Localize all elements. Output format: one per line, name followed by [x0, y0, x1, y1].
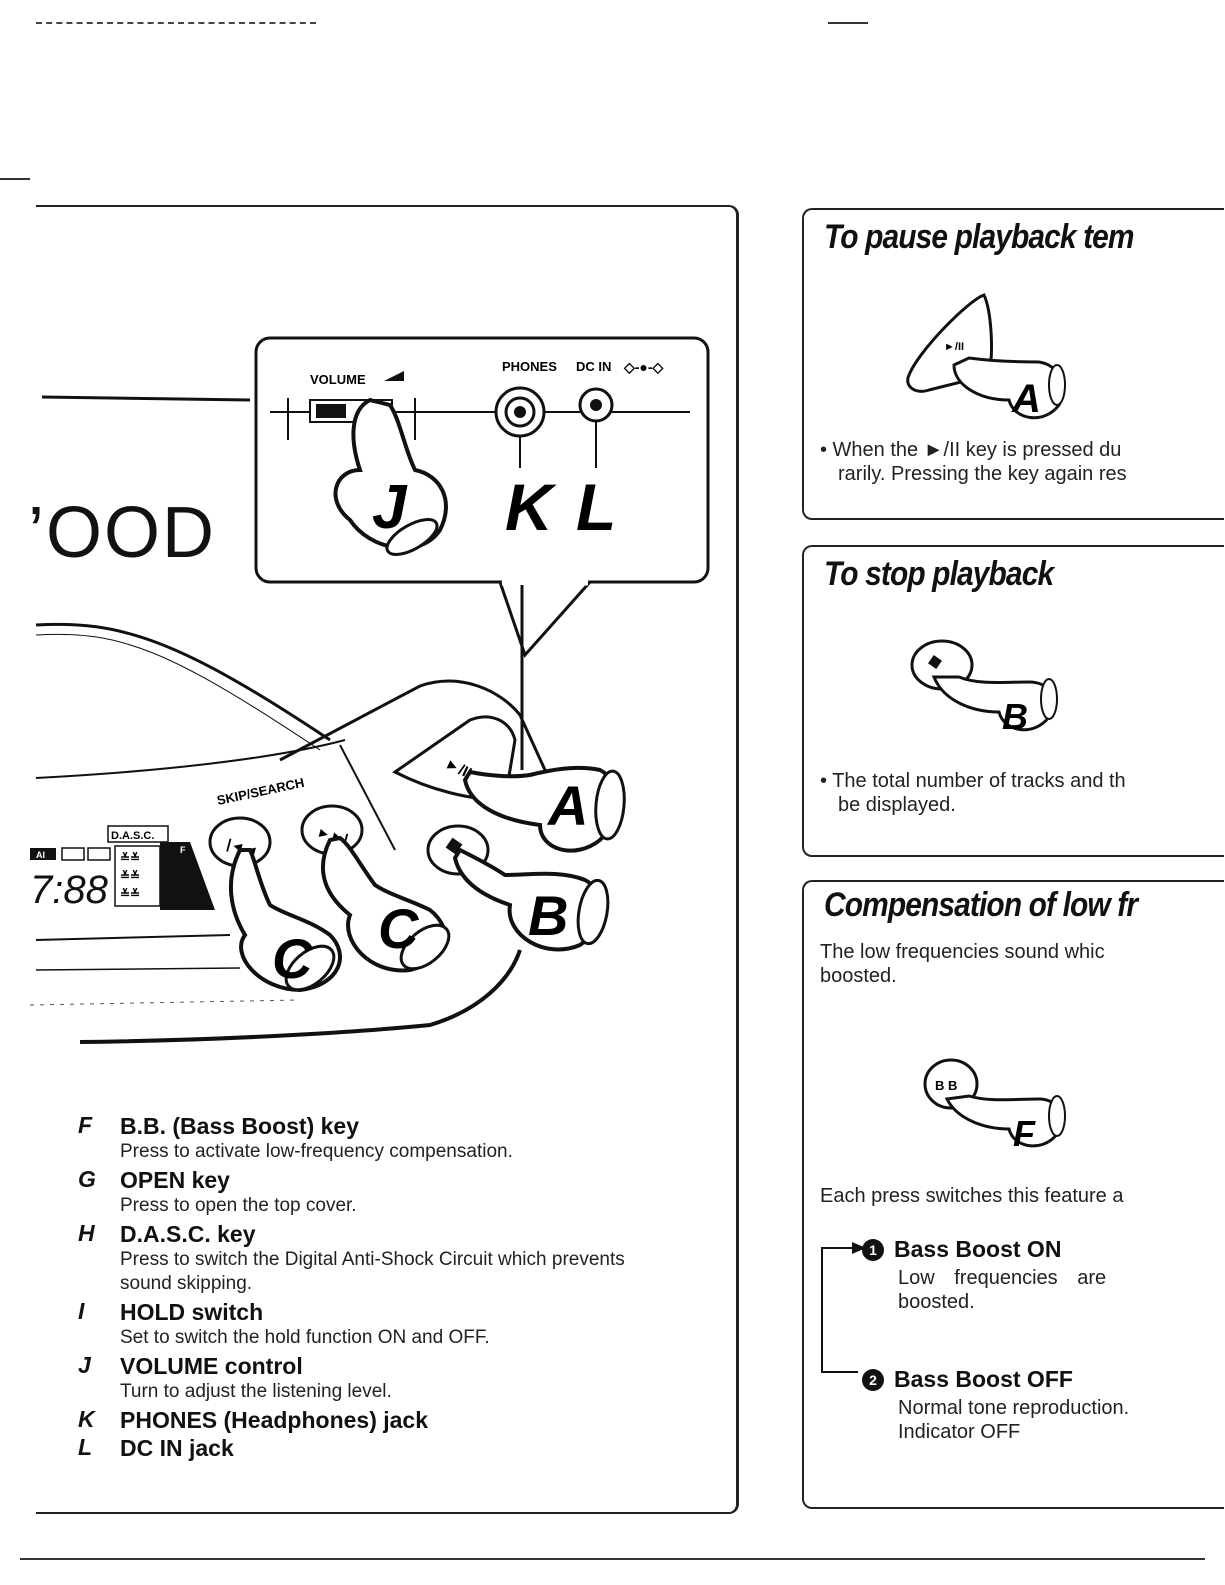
bass-intro-line1: The low frequencies sound whic	[820, 941, 1105, 963]
hand-pointer-a	[462, 765, 626, 853]
hand-pointer-c1	[228, 848, 342, 993]
key-title: D.A.S.C. key	[120, 1221, 256, 1247]
bass-boost-box: Compensation of low fr The low frequenci…	[802, 880, 1224, 1509]
key-letter: K	[78, 1406, 95, 1432]
key-desc: Press to switch the Digital Anti-Shock C…	[120, 1249, 625, 1294]
edge-tick	[0, 178, 30, 180]
bass-callout: F	[1013, 1113, 1036, 1154]
bass-option-on: 1 Bass Boost ON	[862, 1236, 1061, 1263]
key-letter: H	[78, 1220, 95, 1246]
option-number-1: 1	[862, 1239, 884, 1261]
bass-illustration: B B F	[923, 1058, 1066, 1154]
key-title: VOLUME control	[120, 1353, 303, 1379]
key-letter: J	[78, 1352, 91, 1378]
ai-indicator: AI	[36, 850, 45, 860]
pause-callout: A	[1011, 377, 1041, 420]
toggle-cycle-diagram	[821, 1242, 866, 1373]
pause-box: To pause playback tem ►/II A • When the …	[802, 208, 1224, 520]
hand-pointer-icon	[944, 1094, 1063, 1148]
pause-text-line2: rarily. Pressing the key again res	[838, 463, 1127, 485]
stop-title: To stop playback	[824, 555, 1054, 593]
pause-illustration: ►/II A	[906, 293, 1066, 420]
callout-j: J	[372, 473, 408, 542]
callout-a: A	[546, 774, 588, 837]
callout-k: K	[505, 470, 557, 544]
dasc-level-meter	[114, 845, 161, 907]
hand-pointer-icon	[952, 356, 1065, 420]
stop-text-line2: be displayed.	[838, 794, 956, 816]
option-off-desc-line2: Indicator OFF	[898, 1421, 1021, 1443]
key-title: HOLD switch	[120, 1299, 264, 1325]
hand-pointer-b	[452, 847, 610, 952]
volume-knob	[316, 404, 346, 418]
stop-illustration: B	[910, 639, 1058, 737]
display-digits: 7:88	[30, 868, 109, 912]
each-press-text: Each press switches this feature a	[820, 1185, 1124, 1207]
callout-c-1: C	[272, 927, 314, 990]
pause-title: To pause playback tem	[824, 218, 1135, 256]
key-item-g: G OPEN key Press to open the top cover.	[78, 1166, 678, 1218]
skip-search-label: SKIP/SEARCH	[216, 775, 306, 808]
key-title: B.B. (Bass Boost) key	[120, 1113, 360, 1139]
svg-text:≚≚: ≚≚	[120, 869, 140, 883]
callout-b: B	[528, 884, 568, 947]
callout-c-2: C	[378, 897, 420, 960]
svg-text:≚≚: ≚≚	[120, 851, 140, 865]
callout-pointer	[498, 581, 592, 658]
key-letter: G	[78, 1166, 96, 1192]
display-body	[160, 842, 215, 910]
key-item-l: L DC IN jack	[78, 1434, 678, 1462]
option-number-2: 2	[862, 1369, 884, 1391]
page-bottom-rule	[20, 1558, 1205, 1560]
key-letter: L	[78, 1434, 93, 1460]
controls-panel	[36, 205, 739, 1514]
key-desc: Set to switch the hold function ON and O…	[120, 1327, 490, 1348]
key-title: DC IN jack	[120, 1435, 234, 1461]
dcin-label: DC IN	[576, 359, 611, 374]
dcin-polarity-icon: ◇-●-◇	[623, 359, 665, 375]
hand-pointer-c2	[320, 835, 451, 973]
stop-text-line1: • The total number of tracks and th	[820, 770, 1126, 792]
phones-label: PHONES	[502, 359, 557, 374]
key-item-i: I HOLD switch Set to switch the hold fun…	[78, 1298, 678, 1350]
pause-text-line1: • When the ►/II key is pressed du	[820, 439, 1122, 461]
dasc-label: D.A.S.C.	[111, 830, 154, 842]
bass-intro-line2: boosted.	[820, 965, 897, 987]
option-on-title: Bass Boost ON	[894, 1236, 1062, 1262]
pause-key-symbol: ►/II	[944, 341, 964, 353]
display-f-label: F	[180, 845, 186, 855]
player-illustration: VOLUME PHONES DC IN ◇-●-◇ J K L ►/II SKI…	[29, 336, 710, 1044]
bass-title: Compensation of low fr	[824, 886, 1138, 924]
key-title: PHONES (Headphones) jack	[120, 1407, 429, 1433]
top-dashed-rule	[36, 22, 316, 24]
hand-pointer-j	[333, 397, 448, 556]
key-desc: Turn to adjust the listening level.	[120, 1381, 392, 1402]
option-off-desc-line1: Normal tone reproduction.	[898, 1397, 1130, 1419]
bass-option-off: 2 Bass Boost OFF	[862, 1366, 1073, 1393]
svg-text:≚≚: ≚≚	[120, 887, 140, 901]
stop-callout: B	[1002, 696, 1028, 737]
volume-ramp-icon	[384, 371, 404, 381]
key-item-j: J VOLUME control Turn to adjust the list…	[78, 1352, 678, 1404]
key-letter: I	[78, 1298, 85, 1324]
key-desc: Press to open the top cover.	[120, 1195, 357, 1216]
cycle-arrow-icon	[852, 1242, 866, 1254]
option-off-title: Bass Boost OFF	[894, 1366, 1073, 1392]
callout-l: L	[576, 470, 616, 544]
brand-logo-fragment: ’OOD	[28, 493, 216, 573]
option-on-desc-line1: Low frequencies are	[898, 1267, 1107, 1289]
key-title: OPEN key	[120, 1167, 230, 1193]
key-item-h: H D.A.S.C. key Press to switch the Digit…	[78, 1220, 678, 1296]
key-item-k: K PHONES (Headphones) jack	[78, 1406, 678, 1434]
option-on-desc-line2: boosted.	[898, 1291, 975, 1313]
key-desc: Press to activate low-frequency compensa…	[120, 1141, 513, 1162]
volume-label: VOLUME	[310, 372, 366, 387]
hand-pointer-icon	[931, 675, 1055, 732]
bb-key-symbol: B B	[935, 1078, 957, 1093]
key-item-f: F B.B. (Bass Boost) key Press to activat…	[78, 1112, 678, 1164]
top-right-rule	[828, 22, 868, 24]
key-letter: F	[78, 1112, 93, 1138]
key-legend: F B.B. (Bass Boost) key Press to activat…	[78, 1112, 678, 1462]
stop-box: To stop playback B • The total number of…	[802, 545, 1224, 857]
